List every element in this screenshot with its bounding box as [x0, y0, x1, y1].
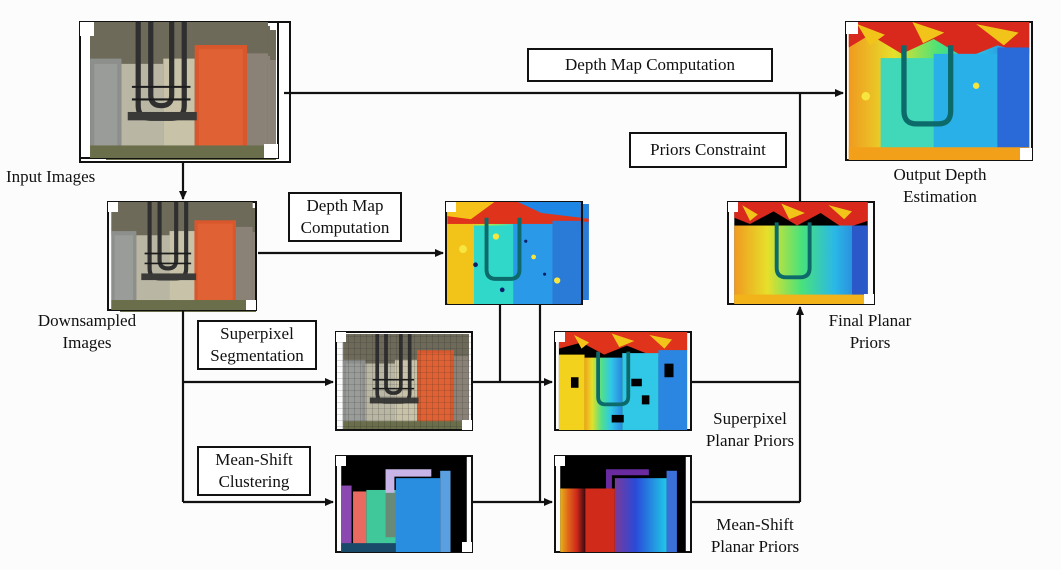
connectors — [179, 89, 844, 506]
depth-maps-stack — [445, 201, 590, 305]
priors-constraint-text: Priors Constraint — [650, 140, 766, 159]
output-depth-stack — [845, 21, 1033, 161]
mean-shift-planar-priors-stack — [554, 455, 692, 553]
superpixel-line2: Segmentation — [210, 346, 304, 365]
priors-constraint-box: Priors Constraint — [629, 132, 787, 168]
final-planar-priors-stack — [727, 201, 875, 305]
superpixel-line1: Superpixel — [220, 324, 294, 343]
mean-shift-planar-priors-label: Mean-Shift Planar Priors — [694, 514, 816, 558]
superpixel-planar-priors-label: Superpixel Planar Priors — [690, 408, 810, 452]
output-line1: Output Depth — [893, 165, 987, 184]
depth-map-computation-top-box: Depth Map Computation — [527, 48, 773, 82]
output-depth-label: Output Depth Estimation — [880, 164, 1000, 208]
downsampled-images-label: Downsampled Images — [32, 310, 142, 354]
ms-priors-line2: Planar Priors — [710, 537, 800, 556]
mean-shift-clustering-stack — [335, 455, 473, 553]
depth-map-computation-mid-box: Depth Map Computation — [288, 192, 402, 242]
mean-shift-clustering-box: Mean-Shift Clustering — [197, 446, 311, 496]
final-line1: Final Planar — [828, 311, 912, 330]
superpixel-segmentation-stack — [335, 331, 473, 431]
depth-top-text: Depth Map Computation — [565, 55, 735, 74]
final-line2: Priors — [849, 333, 891, 352]
input-images-text: Input Images — [6, 167, 96, 186]
depth-mid-line2: Computation — [300, 218, 390, 237]
superpixel-planar-priors-stack — [554, 331, 692, 431]
final-planar-priors-label: Final Planar Priors — [810, 310, 930, 354]
sp-priors-line2: Planar Priors — [705, 431, 795, 450]
depth-mid-line1: Depth Map — [306, 196, 384, 215]
sp-priors-line1: Superpixel — [713, 409, 787, 428]
meanshift-line1: Mean-Shift — [215, 450, 293, 469]
downsampled-line1: Downsampled — [37, 311, 137, 330]
output-line2: Estimation — [903, 187, 977, 206]
superpixel-segmentation-box: Superpixel Segmentation — [197, 320, 317, 370]
meanshift-line2: Clustering — [218, 472, 290, 491]
downsampled-line2: Images — [62, 333, 112, 352]
input-images-label: Input Images — [6, 166, 126, 188]
ms-priors-line1: Mean-Shift — [716, 515, 794, 534]
downsampled-images-stack — [107, 201, 256, 312]
input-images-stack — [79, 21, 291, 163]
